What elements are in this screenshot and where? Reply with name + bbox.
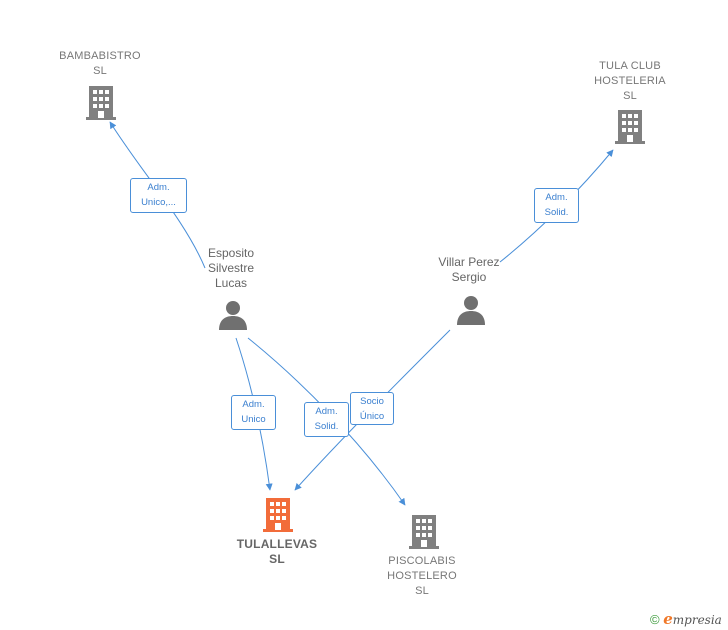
edge-label-role: Adm.: [242, 399, 265, 410]
edge-label-esposito-bambabistro[interactable]: Adm. Unico,...: [130, 178, 187, 213]
edge-label-role-detail: Solid.: [314, 421, 339, 432]
edge-label-role-detail: Unico,...: [141, 197, 176, 208]
node-bambabistro-suffix: SL: [93, 65, 107, 77]
node-piscolabis-label: PISCOLABIS HOSTELERO SL: [372, 554, 472, 599]
person-icon[interactable]: [218, 300, 248, 330]
node-piscolabis-name: PISCOLABIS: [388, 555, 456, 567]
node-esposito-name-1: Esposito: [207, 246, 255, 260]
node-villar-label: Villar Perez Sergio: [428, 255, 510, 285]
edge-label-role: Socio: [360, 396, 384, 407]
node-tula-club-name: TULA CLUB: [599, 60, 661, 72]
empresia-watermark: © empresia: [650, 610, 722, 628]
node-esposito-name-2: Silvestre: [207, 261, 254, 275]
edge-label-esposito-piscolabis[interactable]: Adm. Solid.: [304, 402, 349, 437]
brand-name: mpresia: [672, 613, 722, 627]
edge-label-villar-tula[interactable]: Adm. Solid.: [534, 188, 579, 223]
node-piscolabis-suffix: SL: [415, 585, 429, 597]
node-bambabistro-label: BAMBABISTRO SL: [48, 49, 152, 79]
person-icon[interactable]: [456, 295, 486, 325]
node-piscolabis-name-2: HOSTELERO: [387, 570, 457, 582]
edge-label-role-detail: Unico: [241, 414, 266, 425]
node-tulallevas-label: TULALLEVAS SL: [222, 537, 332, 567]
edge-label-role: Adm.: [545, 192, 568, 203]
building-icon[interactable]: [615, 110, 645, 144]
building-icon[interactable]: [86, 86, 116, 120]
node-tula-club-label: TULA CLUB HOSTELERIA SL: [580, 59, 680, 104]
node-esposito-name-3: Lucas: [214, 276, 248, 290]
edge-label-role-detail: Solid.: [544, 207, 569, 218]
copyright-icon: ©: [650, 612, 660, 627]
node-tulallevas-suffix: SL: [269, 552, 285, 566]
node-tula-club-suffix: SL: [623, 90, 637, 102]
node-bambabistro-name: BAMBABISTRO: [59, 50, 141, 62]
node-esposito-label: Esposito Silvestre Lucas: [190, 246, 272, 291]
node-tulallevas-name: TULALLEVAS: [236, 537, 318, 551]
edge-label-role: Adm.: [315, 406, 338, 417]
building-icon[interactable]: [263, 498, 293, 532]
edge-label-role-detail: Único: [359, 411, 385, 422]
brand-initial: e: [663, 610, 673, 628]
edge-label-role: Adm.: [147, 182, 170, 193]
node-tula-club-name-2: HOSTELERIA: [594, 75, 666, 87]
brand-logo: empresia: [663, 610, 722, 628]
node-villar-name-2: Sergio: [451, 270, 487, 284]
node-villar-name-1: Villar Perez: [438, 255, 500, 269]
edge-label-esposito-tulallevas[interactable]: Adm. Unico: [231, 395, 276, 430]
edge-label-villar-tulallevas[interactable]: Socio Único: [350, 392, 394, 425]
building-icon[interactable]: [409, 515, 439, 549]
